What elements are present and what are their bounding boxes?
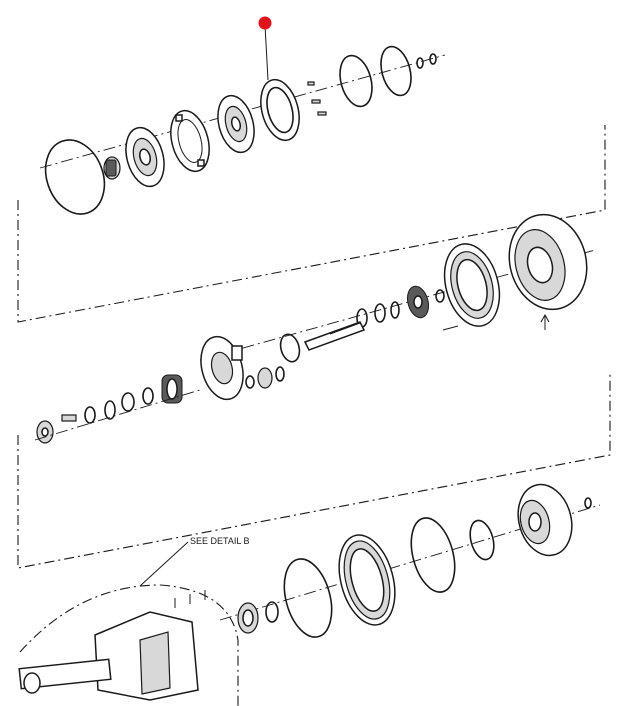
planet-carrier-2[interactable] [511, 478, 580, 561]
snap-ring-1 [435, 289, 445, 303]
o-ring-7[interactable] [276, 554, 339, 643]
planet-carrier-1[interactable] [194, 332, 249, 404]
center-axis-3 [34, 389, 201, 441]
washer-8 [142, 387, 154, 405]
friction-disc-1[interactable] [120, 123, 170, 190]
center-axis-1 [39, 54, 446, 169]
washer-5 [390, 301, 400, 319]
row-shaft-housing [34, 206, 597, 444]
row-hub-ringgear: SEE DETAIL B [18, 478, 601, 706]
bearing-2[interactable] [237, 602, 259, 634]
o-ring-5[interactable] [466, 518, 498, 562]
washer-2 [429, 53, 437, 65]
o-ring-2[interactable] [335, 52, 377, 110]
seal-ring [265, 601, 279, 623]
dashed-guide-2 [17, 372, 611, 569]
o-ring-4[interactable] [278, 332, 303, 364]
small-gear-1[interactable] [257, 367, 273, 389]
small-hub[interactable] [103, 156, 121, 180]
washer-11 [84, 406, 96, 424]
pin-2 [311, 99, 321, 104]
ring-gear-2[interactable] [330, 529, 404, 631]
washer-6 [275, 366, 285, 382]
detail-leader [139, 541, 189, 587]
pressure-plate[interactable] [255, 75, 306, 144]
washer-1 [416, 57, 424, 69]
pin-1 [307, 81, 315, 86]
washer-9 [121, 392, 135, 412]
bearing-cage[interactable] [161, 374, 183, 404]
washer-10 [104, 400, 116, 420]
row-clutch-pack [36, 16, 446, 223]
o-ring-6[interactable] [404, 513, 462, 597]
large-o-ring[interactable] [36, 132, 115, 223]
washer-12 [584, 497, 592, 509]
callout-leader [264, 24, 269, 81]
end-gear[interactable] [36, 420, 54, 444]
separator-plate-1[interactable] [165, 106, 216, 175]
friction-disc-2[interactable] [212, 92, 260, 157]
o-ring-3[interactable] [376, 43, 416, 99]
key-pin [61, 414, 77, 422]
detail-b-boundary [19, 584, 239, 706]
dowel-pin [442, 325, 459, 331]
dashed-guide-1 [17, 125, 606, 323]
ring-gear-1[interactable] [436, 238, 508, 333]
bearing-1[interactable] [404, 284, 432, 320]
axle-housing[interactable] [18, 590, 206, 701]
detail-label: SEE DETAIL B [190, 536, 250, 546]
splined-shaft[interactable] [303, 321, 366, 351]
output-housing[interactable] [499, 206, 597, 330]
pin-3 [317, 111, 327, 116]
washer-7 [245, 375, 255, 389]
washer-4 [374, 303, 386, 323]
callout-marker-dot[interactable] [258, 16, 272, 30]
